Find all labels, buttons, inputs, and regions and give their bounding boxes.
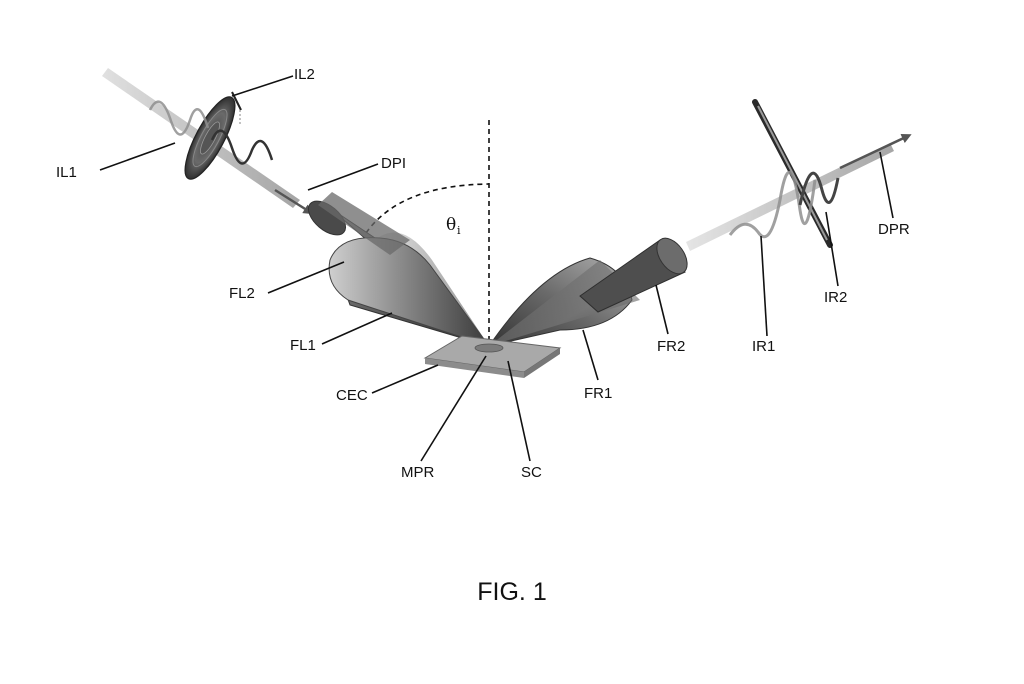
leader-cec [371,364,439,394]
leader-il2 [231,75,294,97]
reflected-polarizer-element [728,99,840,248]
incident-arrow [274,188,314,215]
label-sc: SC [521,464,542,481]
label-dpr: DPR [878,221,910,238]
label-dpi: DPI [381,155,406,172]
incident-focusing-cones [307,192,491,347]
label-fl1: FL1 [290,337,316,354]
leader-fl2 [267,261,345,294]
leader-mpr [420,355,487,462]
angle-theta-label: θ [446,215,456,235]
leader-fr2 [655,284,669,335]
incident-polarizer-element [148,91,274,180]
leader-dpr [879,151,894,219]
leader-fr1 [582,329,599,381]
label-cec: CEC [336,387,368,404]
leader-fl1 [321,312,393,345]
leader-dpi [307,163,379,191]
leader-ir2 [825,211,839,287]
reflected-beam-trail [686,143,894,251]
angle-theta-subscript: i [457,224,461,237]
sample-substrate [423,335,562,378]
figure-caption: FIG. 1 [477,578,547,606]
leader-sc [507,360,531,462]
reflected-cones [487,237,688,347]
label-ir2: IR2 [824,289,847,306]
label-il1: IL1 [56,164,77,181]
leader-ir1 [760,235,768,337]
label-il2: IL2 [294,66,315,83]
label-fr2: FR2 [657,338,685,355]
label-mpr: MPR [401,464,435,481]
leader-il1 [99,142,176,171]
label-ir1: IR1 [752,338,775,355]
label-fr1: FR1 [584,385,612,402]
label-fl2: FL2 [229,285,255,302]
reflected-arrow [839,134,912,170]
